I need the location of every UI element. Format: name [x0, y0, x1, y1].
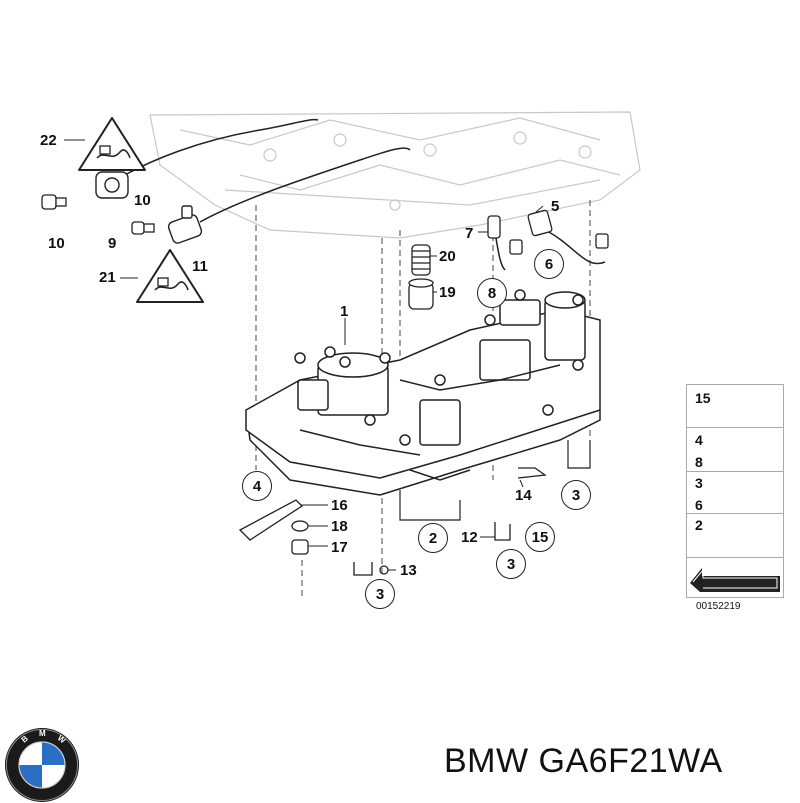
- legend-row-15: 15: [686, 384, 784, 428]
- callout-10-left: 10: [48, 235, 65, 252]
- legend-row-2: 2: [686, 514, 784, 558]
- circled-callout-6: 6: [534, 249, 564, 279]
- nut-17: [291, 539, 309, 555]
- warning-triangle-22: [78, 117, 146, 171]
- wiring-harness: [115, 118, 606, 271]
- leader-lines: [64, 139, 544, 571]
- diagram-id: 00152219: [696, 601, 741, 612]
- circled-callout-2: 2: [418, 523, 448, 553]
- svg-text:M: M: [39, 729, 46, 738]
- legend-row-3-6: 3 6: [686, 472, 784, 514]
- callout-21: 21: [99, 269, 116, 286]
- washer-18: [291, 520, 309, 532]
- svg-text:B: B: [20, 734, 30, 745]
- bracket-16: [238, 499, 304, 541]
- bmw-logo: B M W: [5, 728, 79, 802]
- callout-11: 11: [192, 258, 208, 275]
- clip-13: [353, 562, 389, 576]
- legend-number: 2: [695, 517, 703, 533]
- speed-sensor-11: [167, 205, 203, 244]
- legend-number: 6: [695, 497, 703, 513]
- legend-number: 8: [695, 454, 703, 470]
- callout-19: 19: [439, 284, 456, 301]
- circled-callout-3-bottom: 3: [365, 579, 395, 609]
- callout-16: 16: [331, 497, 348, 514]
- valve-body: [245, 289, 601, 496]
- legend-row-4-8: 4 8: [686, 428, 784, 472]
- spring-20: [411, 244, 431, 276]
- legend-number: 4: [695, 432, 703, 448]
- intermediate-plates: [399, 440, 591, 521]
- callout-10-right: 10: [134, 192, 151, 209]
- speed-sensor-9: [95, 171, 129, 199]
- circled-callout-8: 8: [477, 278, 507, 308]
- svg-text:W: W: [56, 733, 68, 745]
- callout-20: 20: [439, 248, 456, 265]
- callout-22: 22: [40, 132, 57, 149]
- callout-1: 1: [340, 303, 349, 320]
- circled-callout-15: 15: [525, 522, 555, 552]
- circled-callout-3-middle: 3: [496, 549, 526, 579]
- sleeve-19: [408, 278, 434, 310]
- legend-arrow-icon: [690, 568, 780, 592]
- page-title: BMW GA6F21WA: [444, 742, 723, 780]
- connector-5: [527, 209, 609, 249]
- legend-number: 15: [695, 390, 711, 406]
- screw-10: [41, 194, 155, 235]
- callout-9: 9: [108, 235, 117, 252]
- clip-14: [517, 467, 547, 479]
- callout-5: 5: [551, 198, 560, 215]
- callout-18: 18: [331, 518, 348, 535]
- circled-callout-3-right: 3: [561, 480, 591, 510]
- warning-triangle-21: [136, 249, 204, 303]
- callout-12: 12: [461, 529, 478, 546]
- circled-callout-4: 4: [242, 471, 272, 501]
- legend-number: 3: [695, 475, 703, 491]
- clip-12: [494, 522, 511, 541]
- callout-14: 14: [515, 487, 532, 504]
- callout-13: 13: [400, 562, 417, 579]
- callout-17: 17: [331, 539, 348, 556]
- legend-arrow-box: [686, 558, 784, 598]
- callout-7: 7: [465, 225, 474, 242]
- transmission-housing-outline: [149, 111, 641, 239]
- connector-7: [487, 215, 523, 255]
